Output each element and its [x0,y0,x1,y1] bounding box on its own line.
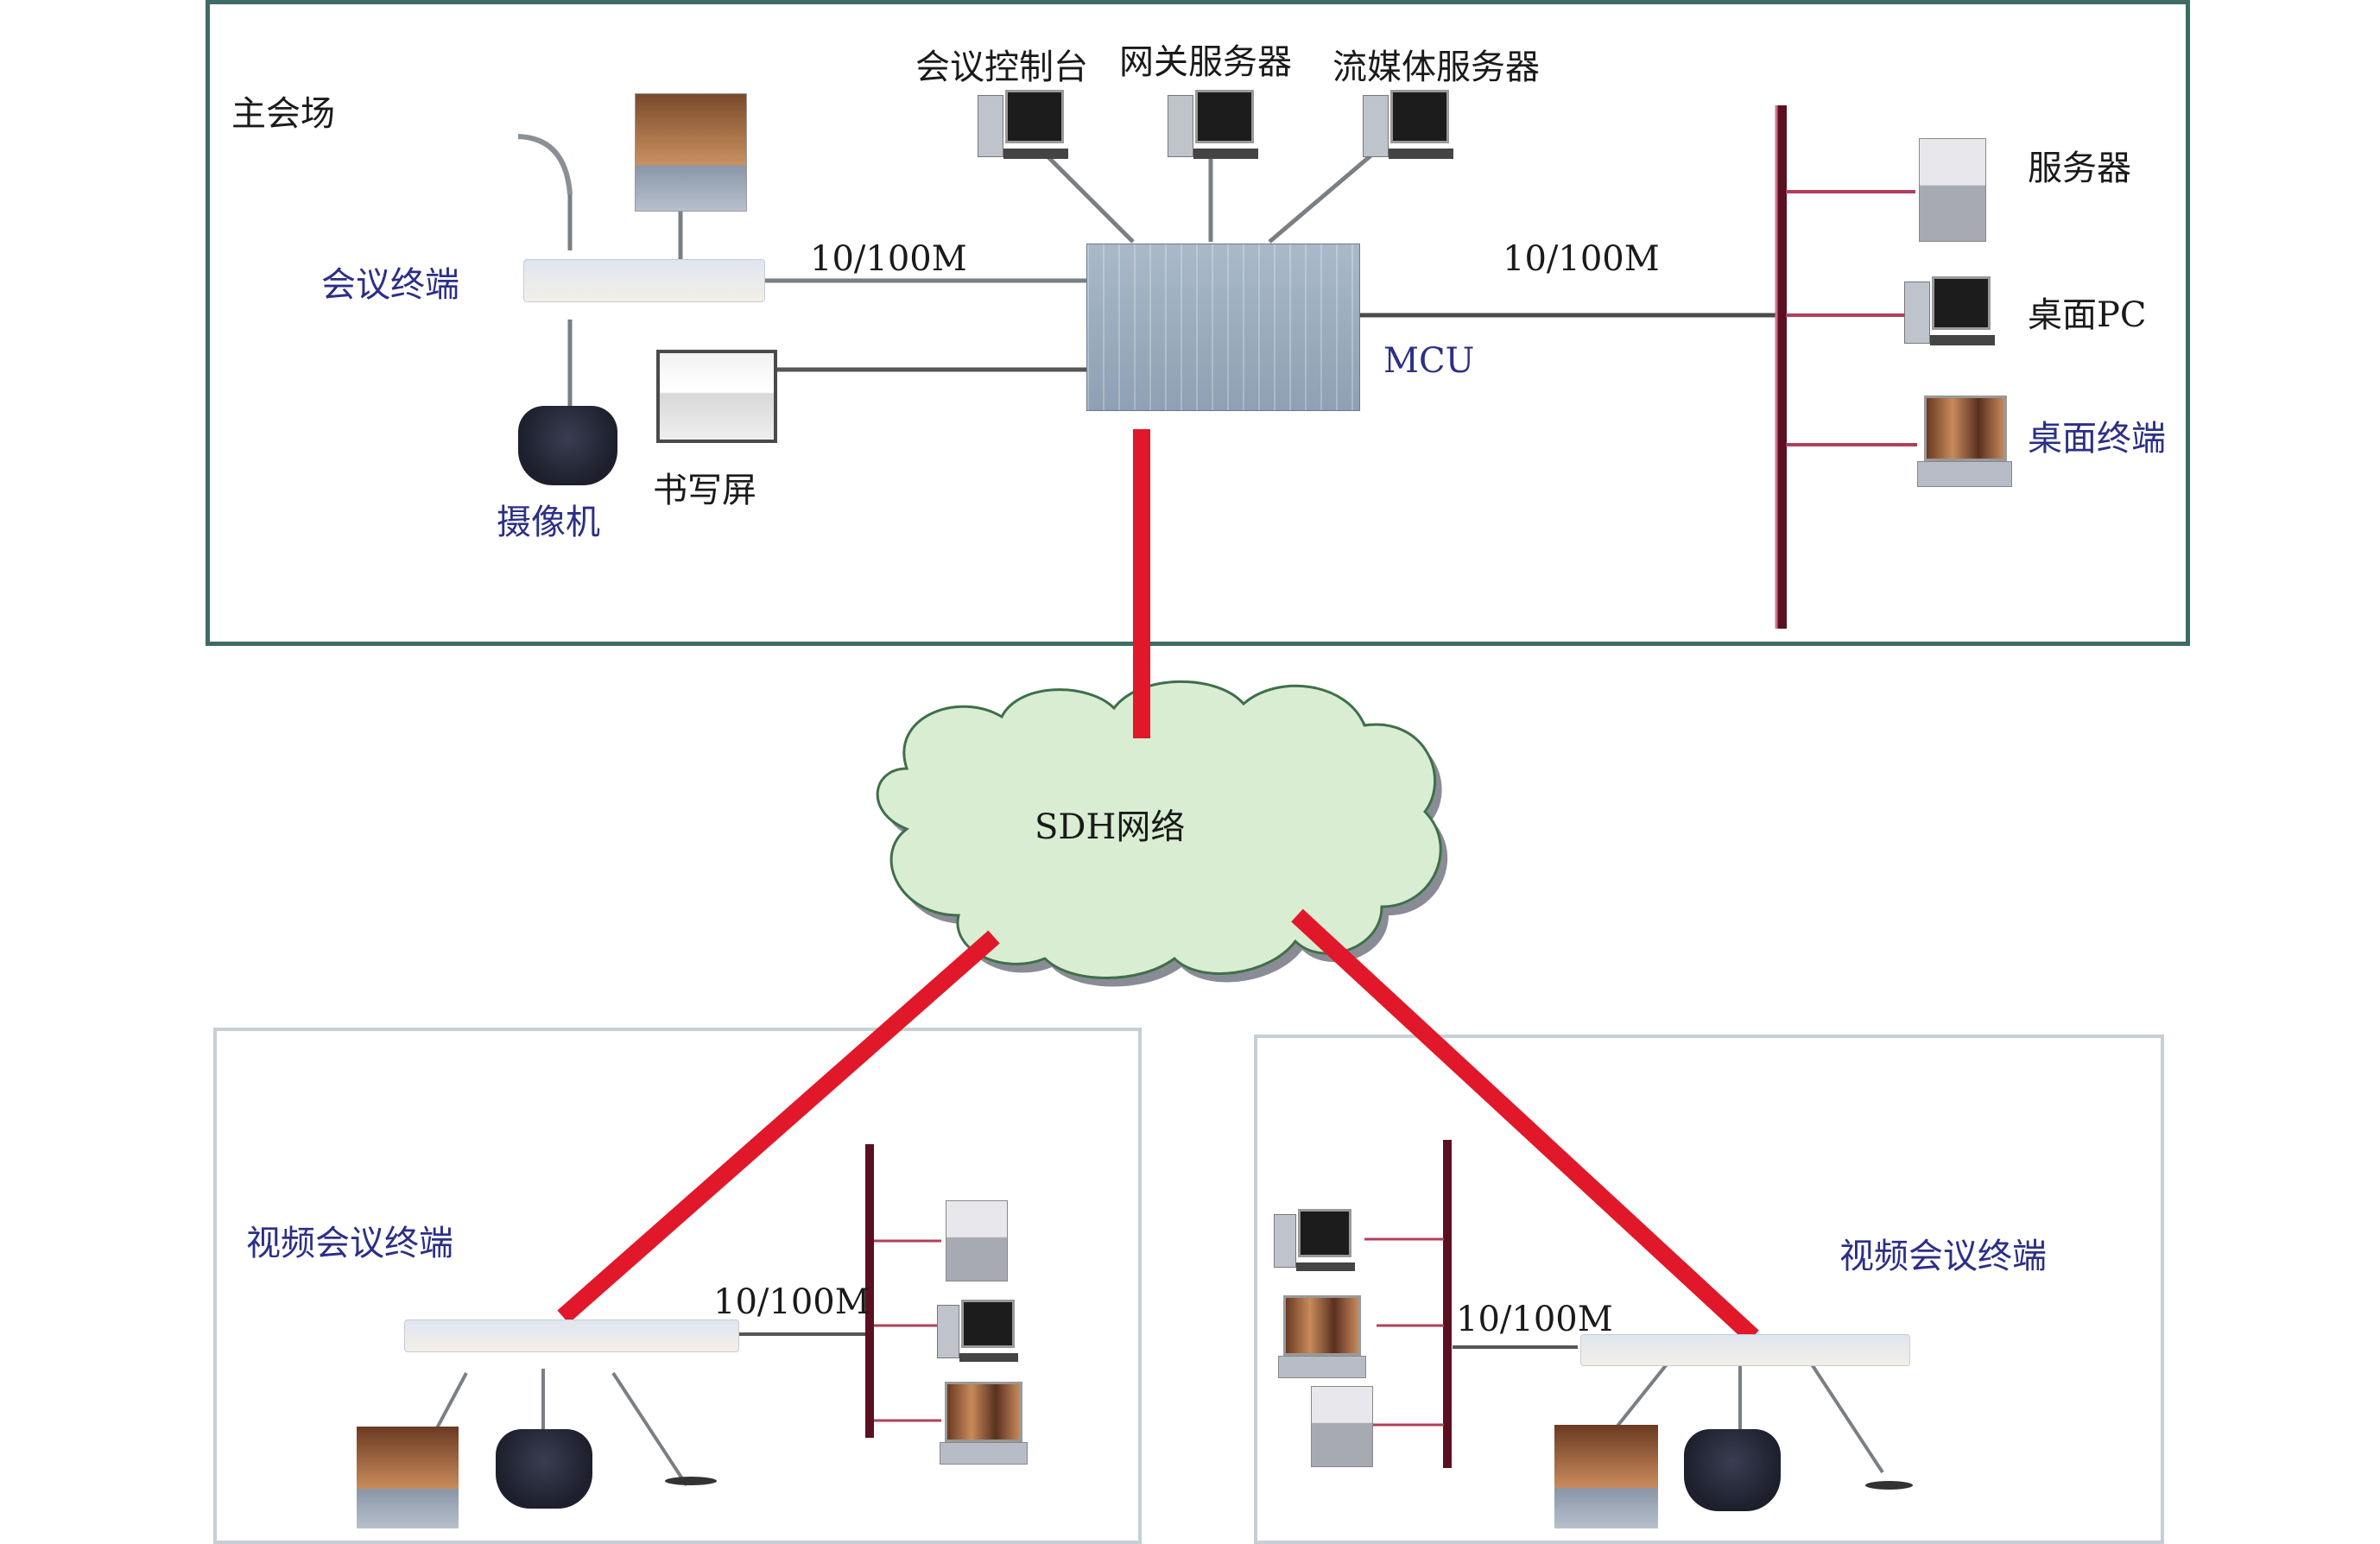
mcu-device [1086,244,1360,411]
console-mcu-link [1043,152,1135,244]
branch-right-microphone-icon [1865,1481,1913,1490]
branch-left-pc-icon [937,1300,1032,1369]
branch-left-terminal-device [404,1319,739,1352]
branch-right-camera-icon [1684,1429,1781,1511]
gateway-server-computer-icon [1168,90,1271,166]
sdh-network-label: SDH网络 [1035,807,1186,847]
main-site-title: 主会场 [231,94,335,134]
mcu-label: MCU [1383,341,1475,381]
streaming-mcu-link [1268,152,1375,244]
branch-left-microphone-icon [665,1477,717,1485]
desktop-terminal-label: 桌面终端 [2028,419,2166,459]
desktop-pc-label: 桌面PC [2028,295,2147,335]
branch-right-link-speed: 10/100M [1456,1300,1613,1339]
main-site-zone [206,0,2190,646]
conference-console-label: 会议控制台 [915,47,1088,87]
camera-icon [518,406,617,485]
conference-terminal-label: 会议终端 [321,265,459,305]
branch-right-terminal-device [1580,1334,1910,1366]
branch-left-server-icon [946,1200,1008,1281]
writing-screen-icon [656,350,777,443]
branch-right-terminal-label: 视频会议终端 [1839,1237,2047,1276]
branch-left-laptop-icon [940,1382,1028,1468]
server-icon [1919,138,1986,242]
branch-right-display-icon [1554,1425,1658,1528]
streaming-server-label: 流媒体服务器 [1332,47,1540,87]
main-right-link-speed: 10/100M [1503,239,1660,279]
branch-left-camera-icon [496,1429,592,1509]
branch-right-server-icon [1311,1386,1373,1467]
conference-console-computer-icon [978,90,1081,166]
writing-screen-label: 书写屏 [653,471,756,510]
desktop-terminal-laptop-icon [1917,395,2012,489]
sdh-branch-right-link [1291,908,1759,1344]
branch-left-terminal-label: 视频会议终端 [246,1224,453,1263]
server-label: 服务器 [2028,149,2131,188]
branch-left-display-icon [357,1427,459,1528]
display-monitor-icon [635,93,747,212]
branch-right-laptop-icon [1278,1295,1366,1382]
main-left-link-speed: 10/100M [810,239,967,279]
camera-label: 摄像机 [497,503,600,542]
sdh-network-cloud [876,680,1442,979]
gateway-server-label: 网关服务器 [1119,42,1292,82]
microphone-icon [517,134,573,195]
sdh-branch-left-link [557,930,1000,1324]
branch-left-link-speed: 10/100M [713,1282,870,1322]
branch-right-pc-icon [1274,1209,1369,1278]
streaming-server-computer-icon [1363,90,1466,166]
conference-terminal-device [523,259,765,302]
desktop-pc-icon [1904,276,2008,352]
